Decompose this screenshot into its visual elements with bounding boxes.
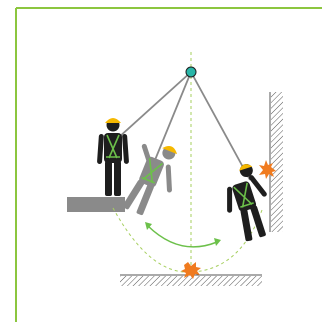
wall bbox=[270, 92, 283, 232]
ground bbox=[120, 275, 262, 286]
rope-to-falling bbox=[155, 72, 191, 160]
rope-to-standing bbox=[118, 72, 191, 138]
double-arrow-arc-icon bbox=[145, 222, 221, 247]
anchor-circle-icon bbox=[186, 67, 196, 77]
rope-to-wall bbox=[191, 72, 250, 180]
worker-standing bbox=[97, 118, 129, 196]
ledge-platform bbox=[67, 197, 125, 212]
